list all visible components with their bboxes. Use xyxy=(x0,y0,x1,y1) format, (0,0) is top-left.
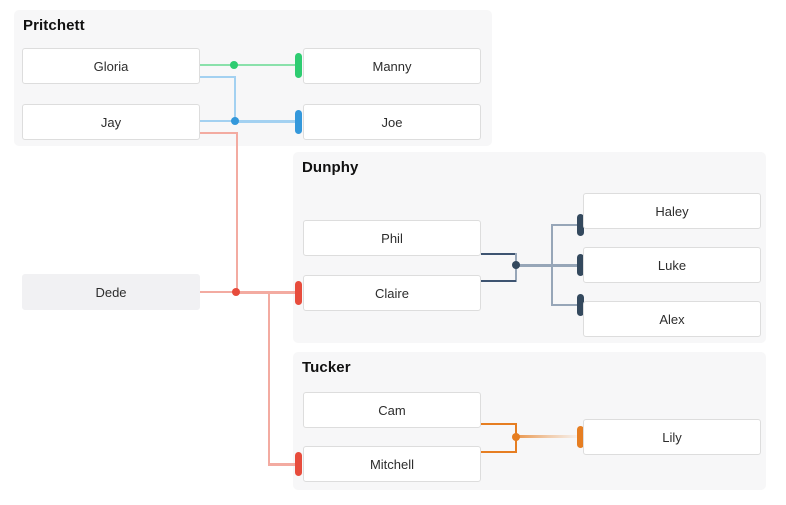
connector-gloria-manny-junction-dot xyxy=(230,61,238,69)
connector-joe-anchor-tick xyxy=(295,110,302,134)
person-node-phil[interactable]: Phil xyxy=(303,220,481,256)
group-title-tucker: Tucker xyxy=(302,359,351,376)
connector-cam-mitchell-junction-dot xyxy=(512,433,520,441)
person-label-mitchell: Mitchell xyxy=(369,456,415,472)
person-node-jay[interactable]: Jay xyxy=(22,104,200,140)
person-label-dede: Dede xyxy=(95,284,127,300)
connector-cam-stem-line xyxy=(481,423,516,425)
connector-mitchell-anchor-tick xyxy=(295,452,302,476)
connector-jay-dede-junction-dot xyxy=(232,288,240,296)
person-label-cam: Cam xyxy=(378,402,406,418)
person-node-mitchell[interactable]: Mitchell xyxy=(303,446,481,482)
person-node-dede[interactable]: Dede xyxy=(22,274,200,310)
connector-jay-stem-line xyxy=(200,120,236,122)
connector-gloria-stem-line xyxy=(200,76,236,78)
person-label-manny: Manny xyxy=(372,58,412,74)
connector-claire-stem-line xyxy=(481,280,516,282)
connector-alex-stub-line xyxy=(551,304,579,306)
person-label-claire: Claire xyxy=(375,285,409,301)
person-node-luke[interactable]: Luke xyxy=(583,247,761,283)
person-label-joe: Joe xyxy=(381,114,403,130)
connector-lily-anchor-tick xyxy=(577,426,584,448)
connector-gloria-jay-vertical-line xyxy=(234,76,236,122)
person-label-alex: Alex xyxy=(659,311,685,327)
person-node-gloria[interactable]: Gloria xyxy=(22,48,200,84)
connector-haley-stub-line xyxy=(551,224,579,226)
connector-mitchell-branch-vertical-line xyxy=(268,291,270,465)
person-label-luke: Luke xyxy=(657,257,687,273)
person-node-lily[interactable]: Lily xyxy=(583,419,761,455)
person-label-gloria: Gloria xyxy=(93,58,129,74)
connector-joe-child-line xyxy=(236,120,295,123)
connector-phil-stem-line xyxy=(481,253,516,255)
person-node-alex[interactable]: Alex xyxy=(583,301,761,337)
connector-gloria-jay-junction-dot xyxy=(231,117,239,125)
connector-alex-anchor-tick xyxy=(577,294,584,316)
connector-claire-anchor-tick xyxy=(295,281,302,305)
connector-dunphy-children-branch-line xyxy=(551,224,553,306)
connector-claire-child-line xyxy=(236,291,295,294)
person-node-manny[interactable]: Manny xyxy=(303,48,481,84)
person-label-phil: Phil xyxy=(381,230,403,246)
connector-mitchell-child-line xyxy=(268,463,295,466)
connector-phil-claire-junction-dot xyxy=(512,261,520,269)
person-node-joe[interactable]: Joe xyxy=(303,104,481,140)
group-title-dunphy: Dunphy xyxy=(302,159,359,176)
connector-jay-dede-vertical-line xyxy=(236,132,238,293)
connector-jay-exit-line xyxy=(200,132,238,134)
person-label-lily: Lily xyxy=(662,429,682,445)
connector-lily-child-line xyxy=(516,435,577,438)
person-node-claire[interactable]: Claire xyxy=(303,275,481,311)
connector-dede-stem-line xyxy=(200,291,236,293)
connector-manny-anchor-tick xyxy=(295,53,302,78)
connector-mitchell-stem-line xyxy=(481,451,516,453)
person-label-haley: Haley xyxy=(655,203,689,219)
connector-luke-anchor-tick xyxy=(577,254,584,276)
connector-gloria-manny-line xyxy=(200,64,295,66)
group-title-pritchett: Pritchett xyxy=(23,17,85,34)
connector-dunphy-children-main-line xyxy=(516,264,579,267)
connector-haley-anchor-tick xyxy=(577,214,584,236)
person-node-haley[interactable]: Haley xyxy=(583,193,761,229)
person-label-jay: Jay xyxy=(100,114,122,130)
person-node-cam[interactable]: Cam xyxy=(303,392,481,428)
